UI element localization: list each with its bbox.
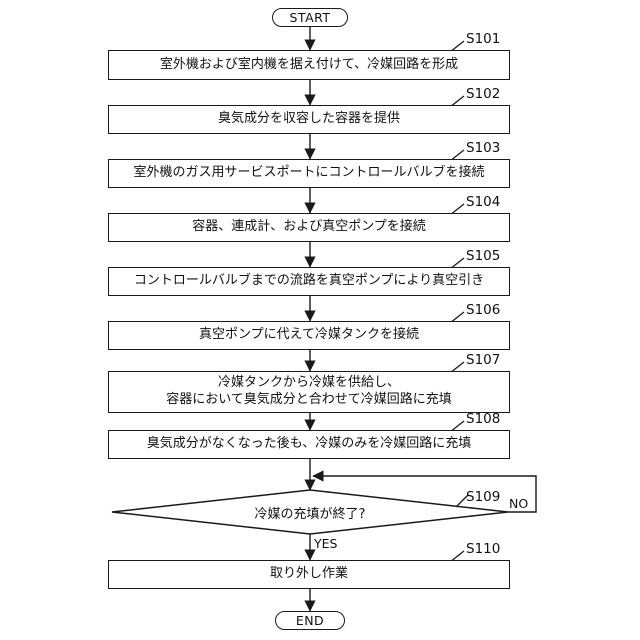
step-label-s104: S104: [466, 194, 501, 210]
step-label-s105: S105: [466, 248, 501, 264]
process-box-s107: 冷媒タンクから冷媒を供給し、 容器において臭気成分と合わせて冷媒回路に充填: [108, 371, 510, 413]
step-label-s109: S109: [466, 489, 501, 505]
process-box-s102: 臭気成分を収容した容器を提供: [108, 105, 510, 134]
process-box-s104: 容器、連成計、および真空ポンプを接続: [108, 213, 510, 242]
step-label-s106: S106: [466, 302, 501, 318]
start-terminal: START: [272, 8, 348, 27]
process-box-s110: 取り外し作業: [108, 560, 510, 589]
step-label-s107: S107: [466, 352, 501, 368]
decision-diamond-text: 冷媒の充填が終了?: [254, 506, 366, 522]
yes-branch-label: YES: [314, 536, 338, 551]
step-label-s103: S103: [466, 140, 501, 156]
process-box-s105: コントロールバルブまでの流路を真空ポンプにより真空引き: [108, 267, 510, 296]
process-box-s108: 臭気成分がなくなった後も、冷媒のみを冷媒回路に充填: [108, 430, 510, 459]
step-label-s110: S110: [466, 541, 501, 557]
process-box-s103: 室外機のガス用サービスポートにコントロールバルブを接続: [108, 159, 510, 188]
step-label-s108: S108: [466, 411, 501, 427]
step-label-s101: S101: [466, 31, 501, 47]
no-branch-label: NO: [509, 496, 529, 511]
process-box-s106: 真空ポンプに代えて冷媒タンクを接続: [108, 321, 510, 350]
step-label-s102: S102: [466, 86, 501, 102]
end-terminal: END: [275, 611, 345, 630]
process-box-s101: 室外機および室内機を据え付けて、冷媒回路を形成: [108, 50, 510, 80]
